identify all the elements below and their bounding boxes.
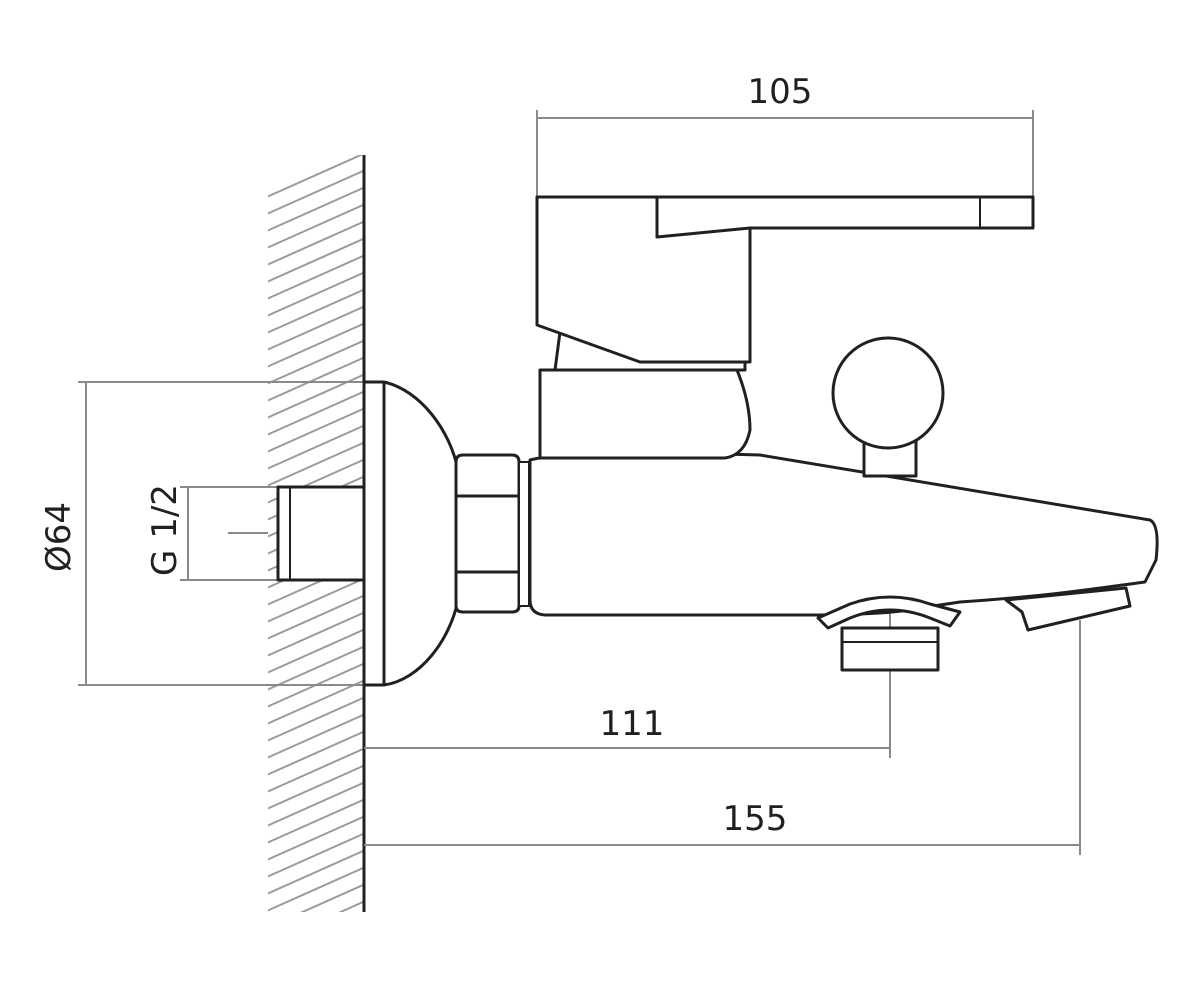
wall-flange	[362, 380, 460, 687]
dimension-label-155: 155	[723, 799, 788, 839]
hatch-line	[268, 781, 364, 827]
dimension-label-diameter: Ø64	[39, 502, 79, 572]
hatch-line	[268, 747, 364, 793]
diverter-knob	[831, 336, 945, 450]
hatch-line	[260, 949, 372, 999]
dimension-lines	[78, 110, 1081, 855]
outlet-thread	[840, 626, 940, 672]
outlet-flange	[816, 595, 962, 630]
hatch-line	[268, 169, 364, 215]
hatch-line	[260, 966, 372, 1000]
hatch-line	[268, 254, 364, 300]
hatch-line	[260, 983, 372, 1000]
hatch-line	[268, 832, 364, 878]
hatch-line	[268, 611, 364, 657]
hatch-line	[268, 220, 364, 266]
hatch-line	[268, 577, 364, 623]
hatch-line	[268, 186, 364, 232]
hatch-line	[268, 288, 364, 334]
hatch-line	[300, 883, 364, 912]
faucet-outline	[276, 195, 1159, 687]
hatch-line	[268, 441, 364, 487]
hex-nut	[454, 453, 521, 614]
hatch-line	[260, 915, 372, 965]
spout-body	[528, 451, 1159, 617]
hatch-line	[268, 237, 364, 283]
hatch-line	[268, 155, 364, 198]
hatch-line	[268, 713, 364, 759]
spout-aerator	[1004, 586, 1132, 632]
hatch-line	[268, 798, 364, 844]
hatch-line	[268, 628, 364, 674]
hatch-line	[268, 594, 364, 640]
hatch-line	[268, 322, 364, 368]
hatch-line	[268, 815, 364, 861]
hatch-line	[268, 730, 364, 776]
dimension-label-thread: G 1/2	[145, 484, 185, 576]
hatch-line	[268, 271, 364, 317]
hatch-line	[260, 932, 372, 982]
hatch-line	[338, 900, 364, 912]
hatch-line	[268, 764, 364, 810]
lever-handle	[535, 195, 1035, 364]
hatch-line	[268, 373, 364, 419]
hatch-line	[268, 849, 364, 895]
hatch-line	[268, 696, 364, 742]
hatch-line	[268, 305, 364, 351]
hatch-line	[268, 424, 364, 470]
hatch-line	[268, 203, 364, 249]
dimension-label-111: 111	[600, 704, 665, 744]
hatch-line	[268, 390, 364, 436]
hatch-line	[268, 356, 364, 402]
valve-body	[538, 368, 752, 460]
hatch-line	[268, 866, 364, 912]
dimension-label-105: 105	[748, 72, 813, 112]
hatch-line	[268, 339, 364, 385]
hatch-line	[268, 407, 364, 453]
